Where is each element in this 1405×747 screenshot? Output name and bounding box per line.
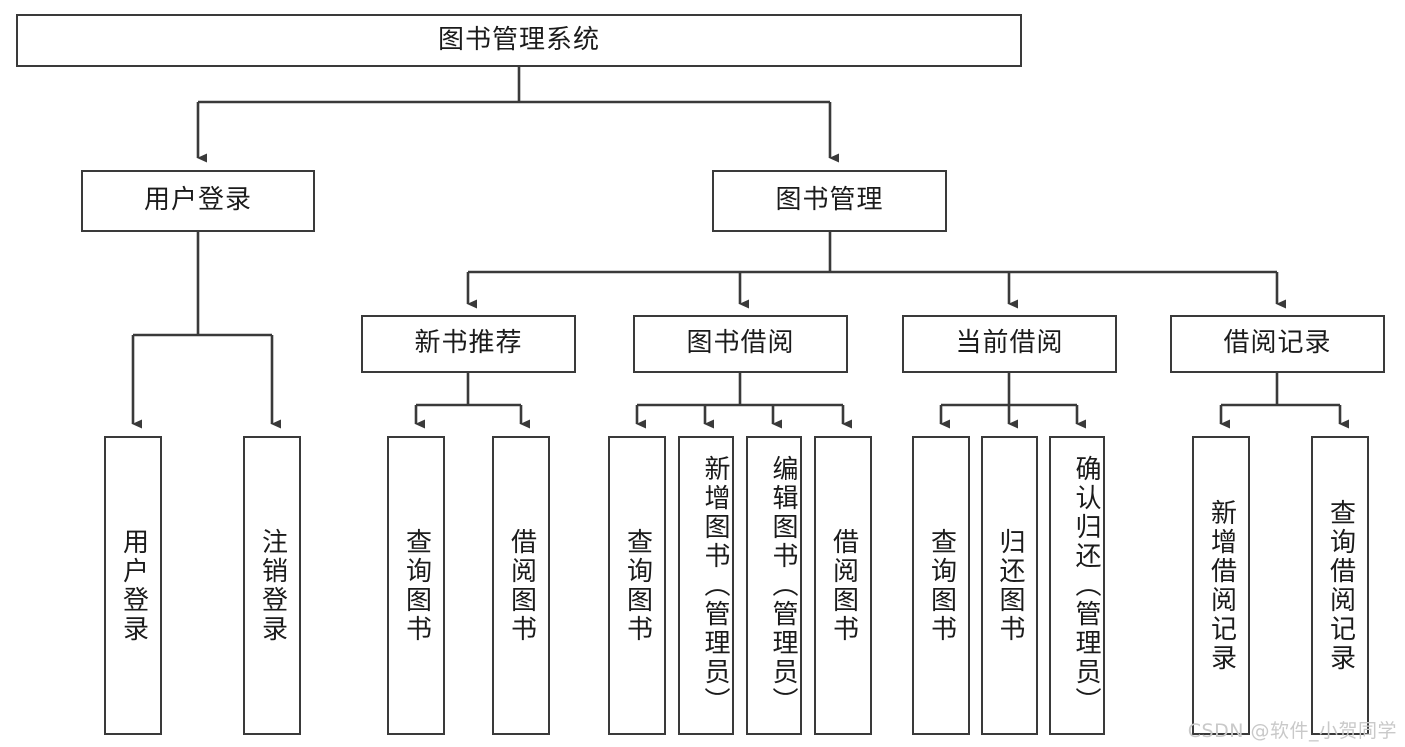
node-leaf-query-book-2-label: 查询图书 [622,527,653,644]
node-new-book-recommend[interactable]: 新书推荐 [361,315,576,373]
node-current-borrow-label: 当前借阅 [955,328,1064,359]
node-leaf-borrow-book-2[interactable]: 借阅图书 [814,436,872,735]
node-leaf-query-record[interactable]: 查询借阅记录 [1311,436,1369,735]
node-leaf-return-book-label: 归还图书 [995,527,1026,644]
node-leaf-add-book-admin-label: 新增图书（管理员） [700,455,730,716]
node-leaf-user-login[interactable]: 用户登录 [104,436,162,735]
node-book-manage-label: 图书管理 [775,185,884,216]
node-leaf-logout-label: 注销登录 [257,527,288,644]
node-book-borrow-label: 图书借阅 [686,328,795,359]
node-user-login-label: 用户登录 [143,185,252,216]
node-new-book-recommend-label: 新书推荐 [414,328,523,359]
node-leaf-add-record[interactable]: 新增借阅记录 [1192,436,1250,735]
node-leaf-borrow-book-1-label: 借阅图书 [506,527,537,644]
node-root[interactable]: 图书管理系统 [16,14,1022,67]
node-leaf-add-book-admin[interactable]: 新增图书（管理员） [678,436,734,735]
node-leaf-edit-book-admin-label: 编辑图书（管理员） [768,455,798,716]
csdn-watermark: CSDN @软件_小贺同学 [1187,720,1397,742]
node-leaf-user-login-label: 用户登录 [118,527,149,644]
node-borrow-record[interactable]: 借阅记录 [1170,315,1385,373]
node-leaf-logout[interactable]: 注销登录 [243,436,301,735]
node-leaf-edit-book-admin[interactable]: 编辑图书（管理员） [746,436,802,735]
node-leaf-add-record-label: 新增借阅记录 [1206,498,1237,673]
node-leaf-borrow-book-2-label: 借阅图书 [828,527,859,644]
node-leaf-borrow-book-1[interactable]: 借阅图书 [492,436,550,735]
node-current-borrow[interactable]: 当前借阅 [902,315,1117,373]
node-leaf-query-book-3-label: 查询图书 [926,527,957,644]
node-user-login[interactable]: 用户登录 [81,170,315,232]
node-book-manage[interactable]: 图书管理 [712,170,947,232]
node-leaf-confirm-return-admin[interactable]: 确认归还（管理员） [1049,436,1105,735]
node-book-borrow[interactable]: 图书借阅 [633,315,848,373]
node-leaf-return-book[interactable]: 归还图书 [981,436,1038,735]
node-root-label: 图书管理系统 [437,24,600,55]
node-leaf-query-book-1-label: 查询图书 [401,527,432,644]
node-leaf-query-book-2[interactable]: 查询图书 [608,436,666,735]
node-leaf-query-book-3[interactable]: 查询图书 [912,436,970,735]
node-borrow-record-label: 借阅记录 [1223,328,1332,359]
node-leaf-query-record-label: 查询借阅记录 [1325,498,1356,673]
node-leaf-query-book-1[interactable]: 查询图书 [387,436,445,735]
node-leaf-confirm-return-admin-label: 确认归还（管理员） [1071,455,1101,716]
